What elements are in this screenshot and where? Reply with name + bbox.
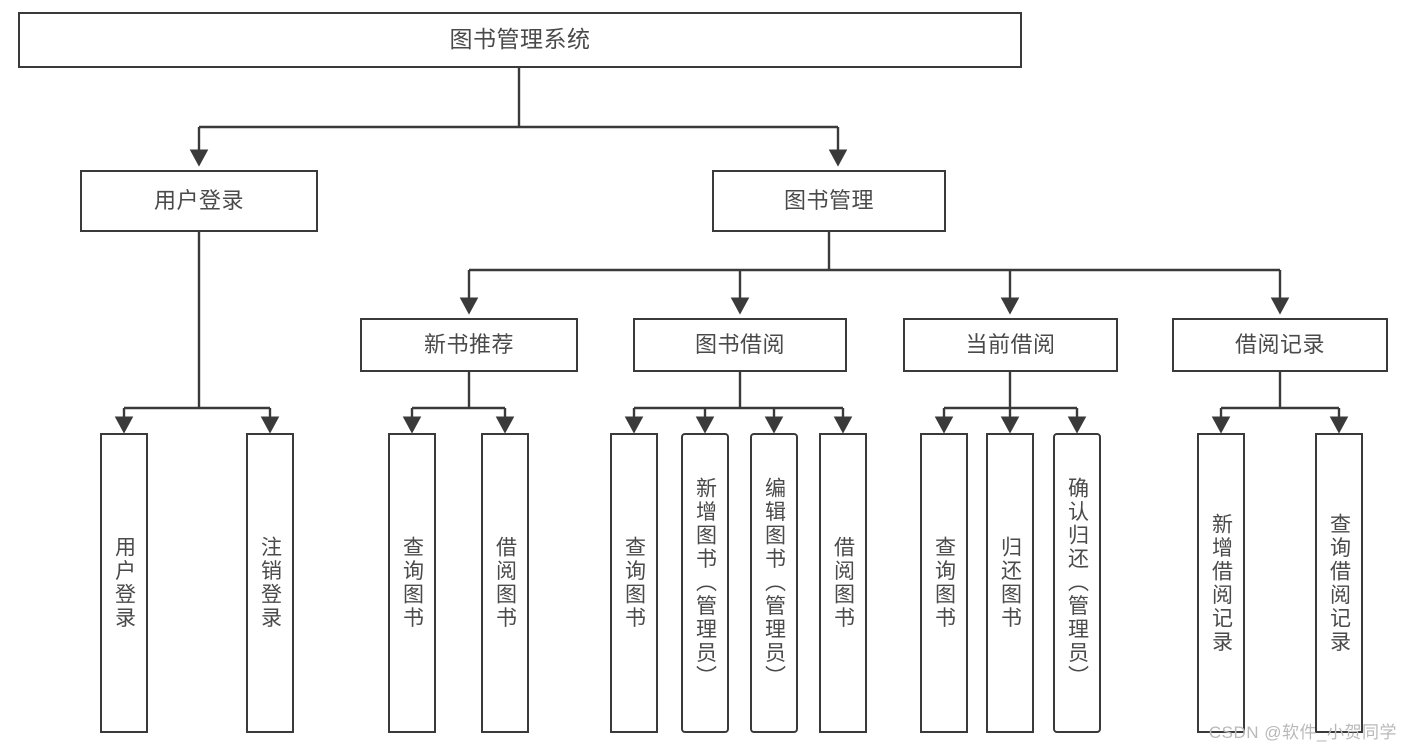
node-book-borrow[interactable]: 图书借阅	[633, 318, 847, 372]
node-root-book-management-system[interactable]: 图书管理系统	[18, 12, 1022, 68]
leaf-borrow-record-query[interactable]: 查询借阅记录	[1315, 433, 1363, 733]
node-label: 图书管理	[783, 187, 874, 213]
leaf-book-borrow-edit-admin[interactable]: 编辑图书（管理员）	[750, 433, 798, 733]
node-label: 借阅图书	[493, 536, 517, 630]
node-new-book-recommend[interactable]: 新书推荐	[360, 318, 578, 372]
node-label: 借阅图书	[831, 536, 855, 630]
node-label: 查询图书	[932, 536, 956, 630]
node-label: 编辑图书（管理员）	[762, 477, 786, 689]
leaf-user-login-signin[interactable]: 用户登录	[100, 433, 148, 733]
node-label: 新增借阅记录	[1209, 512, 1233, 654]
leaf-book-borrow-add-admin[interactable]: 新增图书（管理员）	[681, 433, 729, 733]
node-label: 借阅记录	[1234, 331, 1325, 357]
leaf-current-borrow-return[interactable]: 归还图书	[986, 433, 1034, 733]
node-label: 确认归还（管理员）	[1065, 477, 1089, 689]
node-label: 用户登录	[112, 536, 136, 630]
node-label: 注销登录	[258, 536, 282, 630]
node-label: 归还图书	[998, 536, 1022, 630]
leaf-book-borrow-query[interactable]: 查询图书	[610, 433, 658, 733]
leaf-current-borrow-confirm-admin[interactable]: 确认归还（管理员）	[1053, 433, 1101, 733]
node-book-management[interactable]: 图书管理	[712, 170, 946, 232]
leaf-new-book-query[interactable]: 查询图书	[388, 433, 436, 733]
node-label: 查询图书	[400, 536, 424, 630]
node-borrow-record[interactable]: 借阅记录	[1172, 318, 1388, 372]
node-label: 新增图书（管理员）	[693, 477, 717, 689]
node-current-borrow[interactable]: 当前借阅	[903, 318, 1118, 372]
node-label: 图书借阅	[694, 331, 785, 357]
watermark-text: CSDN @软件_小贺同学	[1208, 723, 1397, 742]
node-label: 图书管理系统	[449, 26, 591, 53]
leaf-borrow-record-add[interactable]: 新增借阅记录	[1197, 433, 1245, 733]
node-label: 查询借阅记录	[1327, 512, 1351, 654]
leaf-current-borrow-query[interactable]: 查询图书	[920, 433, 968, 733]
leaf-user-login-signout[interactable]: 注销登录	[246, 433, 294, 733]
node-user-login[interactable]: 用户登录	[80, 170, 318, 232]
leaf-book-borrow-borrow[interactable]: 借阅图书	[819, 433, 867, 733]
node-label: 查询图书	[622, 536, 646, 630]
leaf-new-book-borrow[interactable]: 借阅图书	[481, 433, 529, 733]
node-label: 新书推荐	[423, 331, 514, 357]
node-label: 当前借阅	[965, 331, 1056, 357]
node-label: 用户登录	[153, 187, 244, 213]
